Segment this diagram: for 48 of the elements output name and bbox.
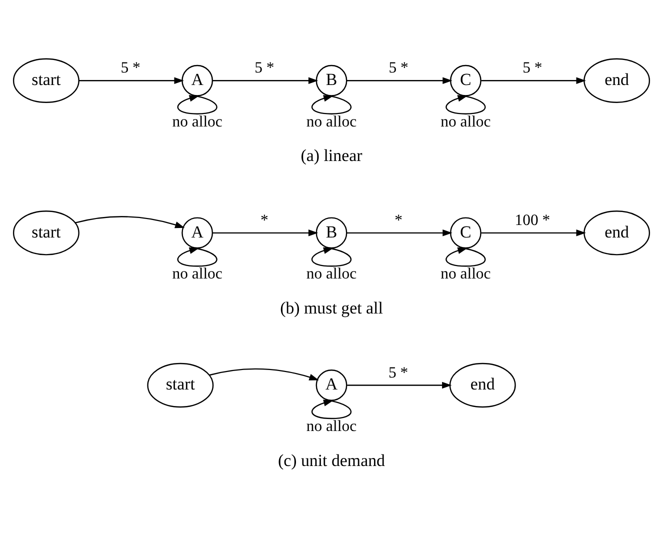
- arrow: [177, 95, 218, 114]
- label: (b) must get all: [280, 298, 383, 318]
- edge-label: no alloc: [440, 113, 491, 130]
- node-ellipse: end: [449, 362, 516, 408]
- arrow: [78, 77, 184, 84]
- edge-label: no alloc: [172, 113, 222, 130]
- edge-label: 5 *: [522, 60, 542, 77]
- arrow: [312, 95, 352, 114]
- node-ellipse: end: [584, 210, 650, 256]
- arrow: [346, 77, 452, 84]
- arrow: [446, 95, 486, 114]
- edge-label: 5 *: [120, 60, 140, 77]
- edge-label: 5 *: [388, 60, 408, 77]
- node-circle: A: [182, 217, 214, 249]
- edge-label: 5 *: [388, 364, 408, 382]
- node-circle: A: [316, 370, 348, 401]
- arrow: [74, 216, 185, 228]
- node-ellipse: start: [12, 210, 80, 256]
- arrow: [481, 230, 586, 236]
- node-ellipse: end: [584, 58, 650, 103]
- node-circle: C: [450, 64, 482, 96]
- edge-label: no alloc: [306, 266, 357, 283]
- label: (a) linear: [300, 146, 362, 166]
- arrow: [312, 247, 352, 267]
- arrow: [446, 247, 486, 267]
- edge-label: *: [394, 212, 403, 229]
- arrow: [177, 247, 218, 267]
- edge-label: 100 *: [514, 212, 550, 229]
- arrow: [347, 382, 452, 389]
- arrow: [212, 77, 318, 84]
- label: (c) unit demand: [278, 450, 386, 470]
- arrow: [481, 77, 586, 84]
- edge-label: no alloc: [440, 266, 491, 283]
- node-circle: B: [316, 217, 348, 249]
- node-circle: C: [450, 217, 482, 249]
- node-ellipse: start: [12, 58, 80, 103]
- node-circle: B: [316, 64, 348, 96]
- arrow: [209, 368, 319, 380]
- arrow: [212, 230, 318, 236]
- edge-label: no alloc: [172, 266, 222, 283]
- arrow: [346, 230, 452, 236]
- node-ellipse: start: [147, 362, 214, 408]
- node-circle: A: [182, 64, 214, 96]
- edge-label: *: [260, 212, 268, 229]
- arrow: [312, 400, 352, 420]
- edge-label: 5 *: [254, 60, 274, 77]
- edge-label: no alloc: [306, 113, 357, 130]
- edge-label: no alloc: [306, 418, 357, 436]
